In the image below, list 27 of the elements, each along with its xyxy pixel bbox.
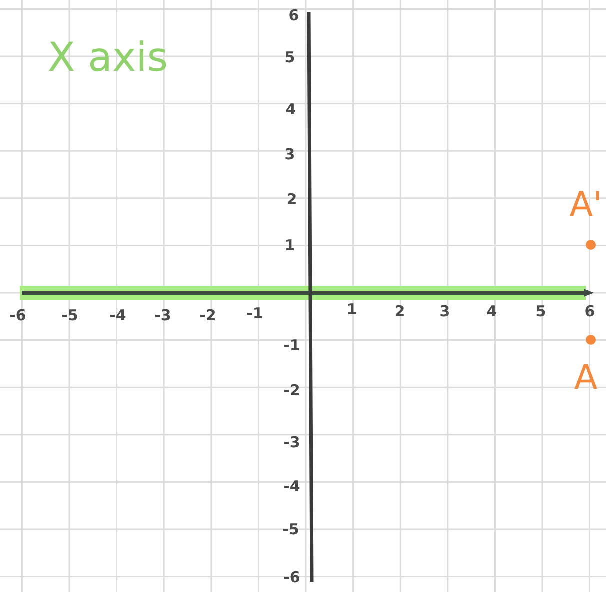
tick-label: 1 [346,302,358,318]
tick-label: -3 [284,436,300,450]
tick-label: -2 [284,384,300,398]
point-label: A [574,361,598,395]
tick-label: 1 [284,238,296,254]
tick-label: -4 [284,480,300,494]
tick-label: -6 [10,308,26,324]
tick-label: -2 [200,308,216,324]
tick-label: 6 [584,304,596,320]
tick-label: -5 [62,308,78,324]
tick-label: 2 [394,304,406,320]
tick-label: -1 [284,338,300,354]
tick-label: 4 [486,304,498,320]
tick-label: -5 [282,522,300,538]
point-label: A' [570,188,602,222]
tick-label: 3 [284,148,296,162]
tick-label: 5 [284,50,296,66]
tick-label: 6 [288,8,300,24]
tick-label: 4 [286,102,296,118]
tick-label: -3 [154,308,172,324]
tick-label: 3 [440,304,450,320]
tick-label: -4 [110,308,126,324]
axis-title: X axis [48,38,168,78]
tick-label: 2 [286,192,298,208]
tick-label: -1 [246,306,264,322]
tick-label: 5 [536,304,546,320]
tick-label: -6 [284,570,300,586]
